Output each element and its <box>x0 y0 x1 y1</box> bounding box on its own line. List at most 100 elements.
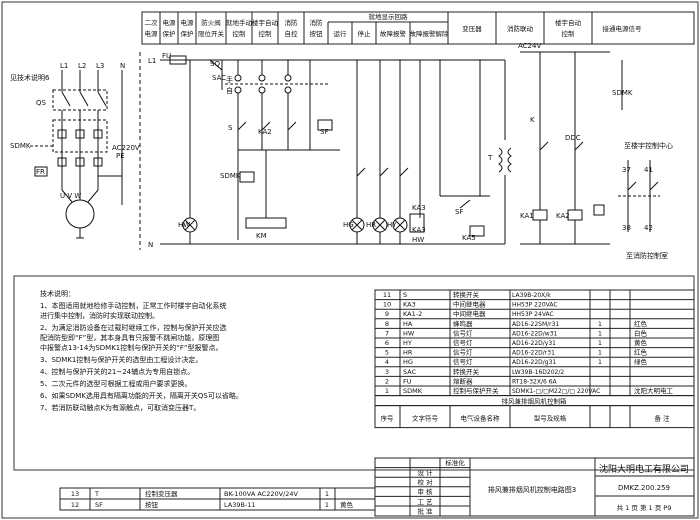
parts-cell-model: AD16-22D/g31 <box>512 359 556 366</box>
parts-cell-name: 转换开关 <box>453 367 480 376</box>
circuit-labels: 见技术说明6 QS SDMK FR PE L1 L2 L3 N U V W AC… <box>10 42 673 260</box>
parts-header-symbol: 文字符号 <box>412 414 439 423</box>
bottom-cell-name: 控制变压器 <box>145 489 178 498</box>
sf2-label: SF <box>455 208 463 216</box>
bottom-cell-symbol: SF <box>95 501 103 509</box>
ka2b-label: KA2 <box>556 212 570 220</box>
signature-label: 校 对 <box>417 478 433 487</box>
parts-cell-note: 沈阳大明电工 <box>634 386 674 395</box>
parts-cell-no: 5 <box>385 349 389 357</box>
header-cell-text: 控制 <box>259 29 273 38</box>
header-cell-text: 就地手动 <box>226 18 253 27</box>
header-cell-text: 接通电源信号 <box>603 24 643 33</box>
fire-room-label: 至消防控制室 <box>626 251 668 260</box>
parts-cell-no: 3 <box>385 368 389 376</box>
header-cell-text: 变压器 <box>462 24 482 33</box>
fr-left-label: FR <box>36 168 45 176</box>
n-top-label: N <box>120 62 125 70</box>
note-line: 2、为满足消防设备在过载时继续工作，控制与保护开关应选 <box>40 323 226 332</box>
parts-cell-no: 8 <box>385 320 389 328</box>
header-cell-text: 楼宇自动 <box>252 18 279 27</box>
header-cell-text: 控制 <box>233 29 247 38</box>
bottom-cell-model: LA39B-11 <box>224 501 256 509</box>
parts-cell-no: 10 <box>383 301 391 309</box>
note-line: 中报警点13-14为SDMK1控制与保护开关的“F”型报警点。 <box>40 343 223 352</box>
parts-cell-no: 1 <box>385 387 389 395</box>
l2-top-label: L2 <box>78 62 86 70</box>
s-label: S <box>228 124 233 132</box>
parts-cell-qty: 1 <box>598 339 602 347</box>
header-cell-text: 电源 <box>163 18 177 27</box>
header-cell-text: 故障报警解除 <box>410 29 450 38</box>
header-cell-text: 消防 <box>310 18 324 27</box>
parts-cell-name: 转换开关 <box>453 290 480 299</box>
parts-cell-model: HH53P 220VAC <box>512 302 558 309</box>
l1-top-label: L1 <box>60 62 68 70</box>
parts-cell-symbol: HW <box>403 329 415 337</box>
term-42: 42 <box>644 224 653 232</box>
note-line: 6、如果SDMK选用具有隔离功能的开关，隔离开关QS可以省略。 <box>40 391 243 400</box>
hy-label: HY <box>387 221 397 229</box>
ddc-label: DDC <box>565 134 581 142</box>
l1-label: L1 <box>148 57 156 65</box>
manual-label: 手 <box>226 75 233 84</box>
header-table <box>141 11 695 45</box>
sdmk-right-label: SDMK <box>612 89 633 97</box>
hw-label: HW <box>178 221 190 229</box>
parts-cell-symbol: FU <box>403 377 412 385</box>
ka3-label: KA3 <box>412 204 426 212</box>
parts-cell-model: LW39B-16D202/2 <box>512 369 564 376</box>
technical-notes: 技术说明： 1、本图适用就地检修手动控制，正常工作时楼宇自动化系统 进行集中控制… <box>40 289 243 412</box>
parts-cell-note: 绿色 <box>634 357 648 366</box>
parts-cell-name: 信号灯 <box>453 357 473 366</box>
auto-label: 自 <box>226 86 233 95</box>
parts-cell-no: 4 <box>385 358 389 366</box>
parts-cell-note: 红色 <box>634 319 648 328</box>
parts-header-model: 型号及规格 <box>534 414 567 423</box>
parts-cell-no: 7 <box>385 329 389 337</box>
header-cell-text: 限位开关 <box>198 29 225 38</box>
parts-cell-no: 6 <box>385 339 389 347</box>
parts-cell-note: 白色 <box>634 328 648 337</box>
sdmk-left-label: SDMK <box>10 142 31 150</box>
display-loop-label: 就地显示回路 <box>369 12 409 21</box>
hw2-label: HW <box>412 236 424 244</box>
see-note-label: 见技术说明6 <box>10 73 50 82</box>
parts-cell-symbol: HY <box>403 339 412 347</box>
parts-section-title: 排风兼排烟风机控制箱 <box>502 397 568 406</box>
ka1-label: KA1 <box>520 212 534 220</box>
pe-label: PE <box>116 152 125 160</box>
parts-cell-symbol: SAC <box>403 368 417 376</box>
header-cell-text: 楼宇自动 <box>555 18 582 27</box>
parts-cell-note: 红色 <box>634 348 648 357</box>
note-line: 3、SDMK1控制与保护开关的选型由工程设计决定。 <box>40 355 202 364</box>
note-line: 7、若消防联动触点K为有源触点，可取消变压器T。 <box>40 403 200 412</box>
parts-cell-name: 控制与保护开关 <box>453 386 499 395</box>
bottom-cell-qty: 1 <box>325 501 329 509</box>
n-label: N <box>148 241 153 249</box>
drawing-number: DMKZ.200.259 <box>618 484 670 492</box>
standardization-label: 标准化 <box>445 458 465 467</box>
company-name: 沈阳大明电工有限公司 <box>599 463 689 475</box>
parts-cell-name: 蜂鸣器 <box>453 319 473 328</box>
fu-label: FU <box>162 52 171 60</box>
header-cell-text: 电源 <box>181 18 195 27</box>
parts-cell-symbol: KA3 <box>403 301 416 309</box>
parts-cell-model: RT18-32X/6 6A <box>512 378 558 385</box>
header-cell-text: 运行 <box>334 29 348 38</box>
parts-cell-name: 信号灯 <box>453 348 473 357</box>
km-label: KM <box>256 232 267 240</box>
note-line: 进行集中控制，消防时实现联动控制。 <box>40 311 159 320</box>
header-cell-text: 保护 <box>181 29 194 38</box>
parts-cell-model: AD16-22SM/r31 <box>512 321 559 328</box>
header-cell-text: 自控 <box>285 29 299 38</box>
parts-cell-name: 中间继电器 <box>453 309 486 318</box>
parts-header-no: 序号 <box>381 414 395 423</box>
parts-cell-symbol: S <box>403 291 407 299</box>
header-cell-text: 按钮 <box>310 29 324 38</box>
building-center-label: 至楼宇控制中心 <box>624 141 673 150</box>
ka3b-label: KA3 <box>412 226 426 234</box>
ac24-label: AC24V <box>518 42 541 50</box>
